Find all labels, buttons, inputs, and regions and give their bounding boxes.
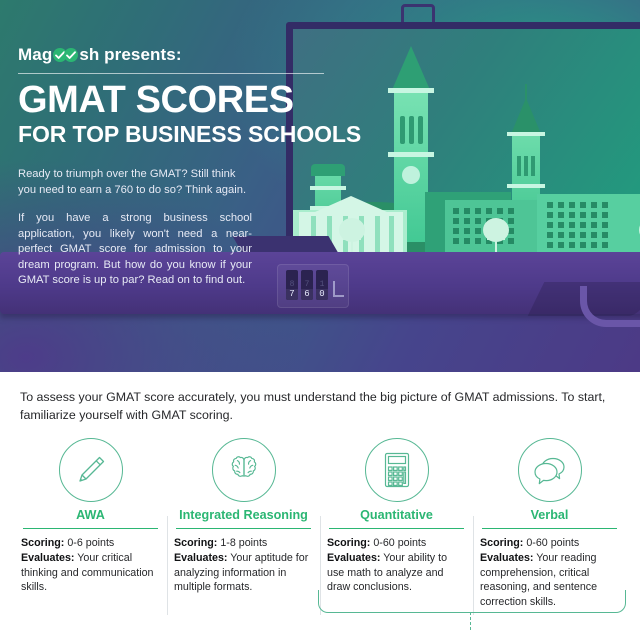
card-quant-scoring-label: Scoring: bbox=[327, 537, 371, 550]
speech-bubbles-icon bbox=[517, 438, 582, 502]
page-subtitle: FOR TOP BUSINESS SCHOOLS bbox=[18, 121, 362, 147]
check-circle-icon-2 bbox=[64, 48, 79, 62]
card-integrated-reasoning: Integrated Reasoning Scoring: 1-8 points… bbox=[167, 434, 320, 616]
card-awa-title: AWA bbox=[76, 508, 105, 522]
tower-louvre-3 bbox=[418, 116, 423, 144]
chapel-belt-mid bbox=[507, 184, 545, 188]
card-ir-body: Scoring: 1-8 points Evaluates: Your apti… bbox=[174, 536, 313, 594]
lock-dials[interactable]: 8 7 7 6 1 0 bbox=[286, 270, 328, 300]
card-ir-evaluates-value: Your aptitude for analyzing information … bbox=[174, 551, 309, 594]
card-quant-evaluates-value: Your ability to use math to analyze and … bbox=[327, 551, 448, 594]
card-ir-title: Integrated Reasoning bbox=[179, 508, 308, 522]
card-ir-icon-wrap bbox=[174, 434, 313, 506]
tower-louvre-2 bbox=[409, 116, 414, 144]
chapel-louvre-2 bbox=[524, 156, 528, 176]
card-verbal: Verbal Scoring: 0-60 points Evaluates: Y… bbox=[473, 434, 626, 616]
card-awa: AWA Scoring: 0-6 points Evaluates: Your … bbox=[14, 434, 167, 609]
chapel-louvre-1 bbox=[517, 156, 521, 176]
brand-logo: Mag sh presents: bbox=[18, 45, 268, 65]
lock-digit-1: 7 bbox=[286, 289, 298, 300]
scoring-section: To assess your GMAT score accurately, yo… bbox=[0, 372, 640, 640]
tower-spire bbox=[392, 46, 430, 90]
hero-text-block: Mag sh presents: GMAT SCOR bbox=[18, 45, 362, 289]
check-circle-icon-1 bbox=[53, 48, 68, 62]
lock-digit-3: 0 bbox=[316, 289, 328, 300]
chapel-louvre-3 bbox=[531, 156, 535, 176]
brain-icon bbox=[211, 438, 276, 502]
tower-belt-mid bbox=[388, 152, 434, 157]
card-quant-title: Quantitative bbox=[360, 508, 433, 522]
card-awa-body: Scoring: 0-6 points Evaluates: Your crit… bbox=[21, 536, 160, 594]
header-divider bbox=[18, 73, 324, 74]
scoring-cards: AWA Scoring: 0-6 points Evaluates: Your … bbox=[14, 434, 626, 616]
window-grid-right bbox=[547, 202, 608, 248]
card-verbal-scoring-label: Scoring: bbox=[480, 537, 524, 550]
bottom-dashed-connector bbox=[470, 612, 471, 630]
magoosh-checkmarks-icon bbox=[53, 48, 79, 62]
card-awa-divider bbox=[23, 528, 158, 530]
pediment bbox=[315, 196, 387, 212]
card-ir-evaluates-label: Evaluates: bbox=[174, 551, 228, 564]
lock-dial-2[interactable]: 7 6 bbox=[301, 270, 313, 300]
hero-lede: Ready to triumph over the GMAT? Still th… bbox=[18, 168, 247, 196]
card-quant-evaluates-label: Evaluates: bbox=[327, 551, 381, 564]
card-quant-divider bbox=[329, 528, 464, 530]
chapel-needle bbox=[525, 84, 527, 100]
chapel-spire bbox=[511, 98, 541, 134]
chapel-belt-top bbox=[507, 132, 545, 136]
page-title: GMAT SCORES bbox=[18, 79, 294, 121]
card-awa-evaluates-label: Evaluates: bbox=[21, 551, 75, 564]
calculator-icon bbox=[364, 438, 429, 502]
card-ir-scoring-value: 1-8 points bbox=[217, 537, 268, 550]
small-tower-cap bbox=[311, 164, 345, 176]
card-quant-body: Scoring: 0-60 points Evaluates: Your abi… bbox=[327, 536, 466, 594]
card-verbal-evaluates-label: Evaluates: bbox=[480, 551, 534, 564]
card-awa-icon-wrap bbox=[21, 434, 160, 506]
briefcase-laptop-illustration: 8 7 7 6 1 0 bbox=[0, 0, 640, 372]
small-tower-belt-1 bbox=[310, 186, 346, 190]
card-verbal-evaluates-value: Your reading comprehension, critical rea… bbox=[480, 551, 598, 608]
tower-louvre-1 bbox=[400, 116, 405, 144]
card-quant-icon-wrap bbox=[327, 434, 466, 506]
lock-latch-icon bbox=[333, 281, 344, 297]
card-ir-divider bbox=[176, 528, 311, 530]
card-quantitative: Quantitative Scoring: 0-60 points Evalua… bbox=[320, 434, 473, 616]
card-verbal-scoring-value: 0-60 points bbox=[523, 537, 580, 550]
section-intro-text: To assess your GMAT score accurately, yo… bbox=[20, 390, 606, 422]
bottom-bracket-connector bbox=[318, 590, 626, 613]
card-awa-scoring-value: 0-6 points bbox=[64, 537, 115, 550]
tower-clock-face bbox=[402, 166, 420, 184]
lock-dial-1[interactable]: 8 7 bbox=[286, 270, 298, 300]
lock-digit-2: 6 bbox=[301, 289, 313, 300]
card-awa-scoring-label: Scoring: bbox=[21, 537, 65, 550]
card-verbal-title: Verbal bbox=[530, 508, 569, 522]
brand-prefix: Mag bbox=[18, 45, 53, 64]
lock-dial-3[interactable]: 1 0 bbox=[316, 270, 328, 300]
card-ir-scoring-label: Scoring: bbox=[174, 537, 218, 550]
card-verbal-icon-wrap bbox=[480, 434, 619, 506]
card-quant-scoring-value: 0-60 points bbox=[370, 537, 427, 550]
tree-1 bbox=[339, 218, 365, 252]
card-verbal-divider bbox=[482, 528, 617, 530]
brand-suffix: sh presents: bbox=[79, 45, 182, 64]
card-awa-evaluates-value: Your critical thinking and communication… bbox=[21, 551, 154, 594]
case-handle bbox=[580, 286, 640, 327]
hero-paragraph: If you have a strong business school app… bbox=[18, 212, 252, 286]
tree-2 bbox=[483, 218, 509, 252]
building-right bbox=[537, 194, 640, 252]
screen-frame bbox=[286, 22, 640, 252]
card-verbal-body: Scoring: 0-60 points Evaluates: Your rea… bbox=[480, 536, 619, 609]
combination-lock[interactable]: 8 7 7 6 1 0 bbox=[277, 264, 349, 308]
pencil-icon bbox=[58, 438, 123, 502]
hero-section: 8 7 7 6 1 0 Mag bbox=[0, 0, 640, 372]
campus-scene bbox=[293, 29, 640, 252]
tower-belt-top bbox=[388, 88, 434, 93]
